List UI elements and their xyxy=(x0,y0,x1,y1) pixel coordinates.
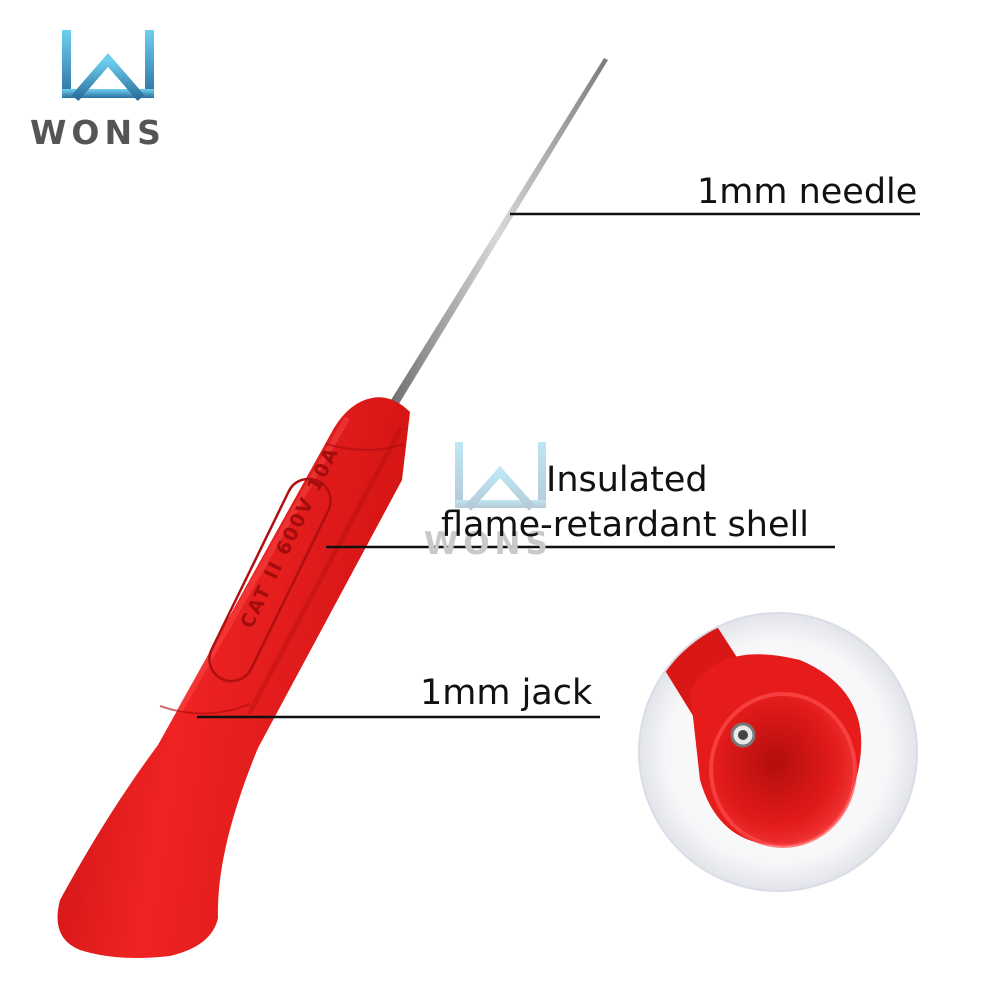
shell-callout-line1: Insulated xyxy=(546,460,708,500)
needle xyxy=(386,58,608,412)
rating-marking xyxy=(208,477,332,683)
jack-callout: 1mm jack xyxy=(420,673,593,713)
brand-wordmark: WONS xyxy=(30,113,166,152)
shell-callout-line2: flame-retardant shell xyxy=(441,505,809,545)
probe-body xyxy=(57,397,410,959)
watermark-logo-icon xyxy=(455,442,546,511)
needle-callout: 1mm needle xyxy=(697,172,918,212)
jack-closeup-inset xyxy=(638,612,918,892)
brand-logo-icon xyxy=(62,30,154,101)
watermark-wordmark: WONS xyxy=(424,526,553,562)
